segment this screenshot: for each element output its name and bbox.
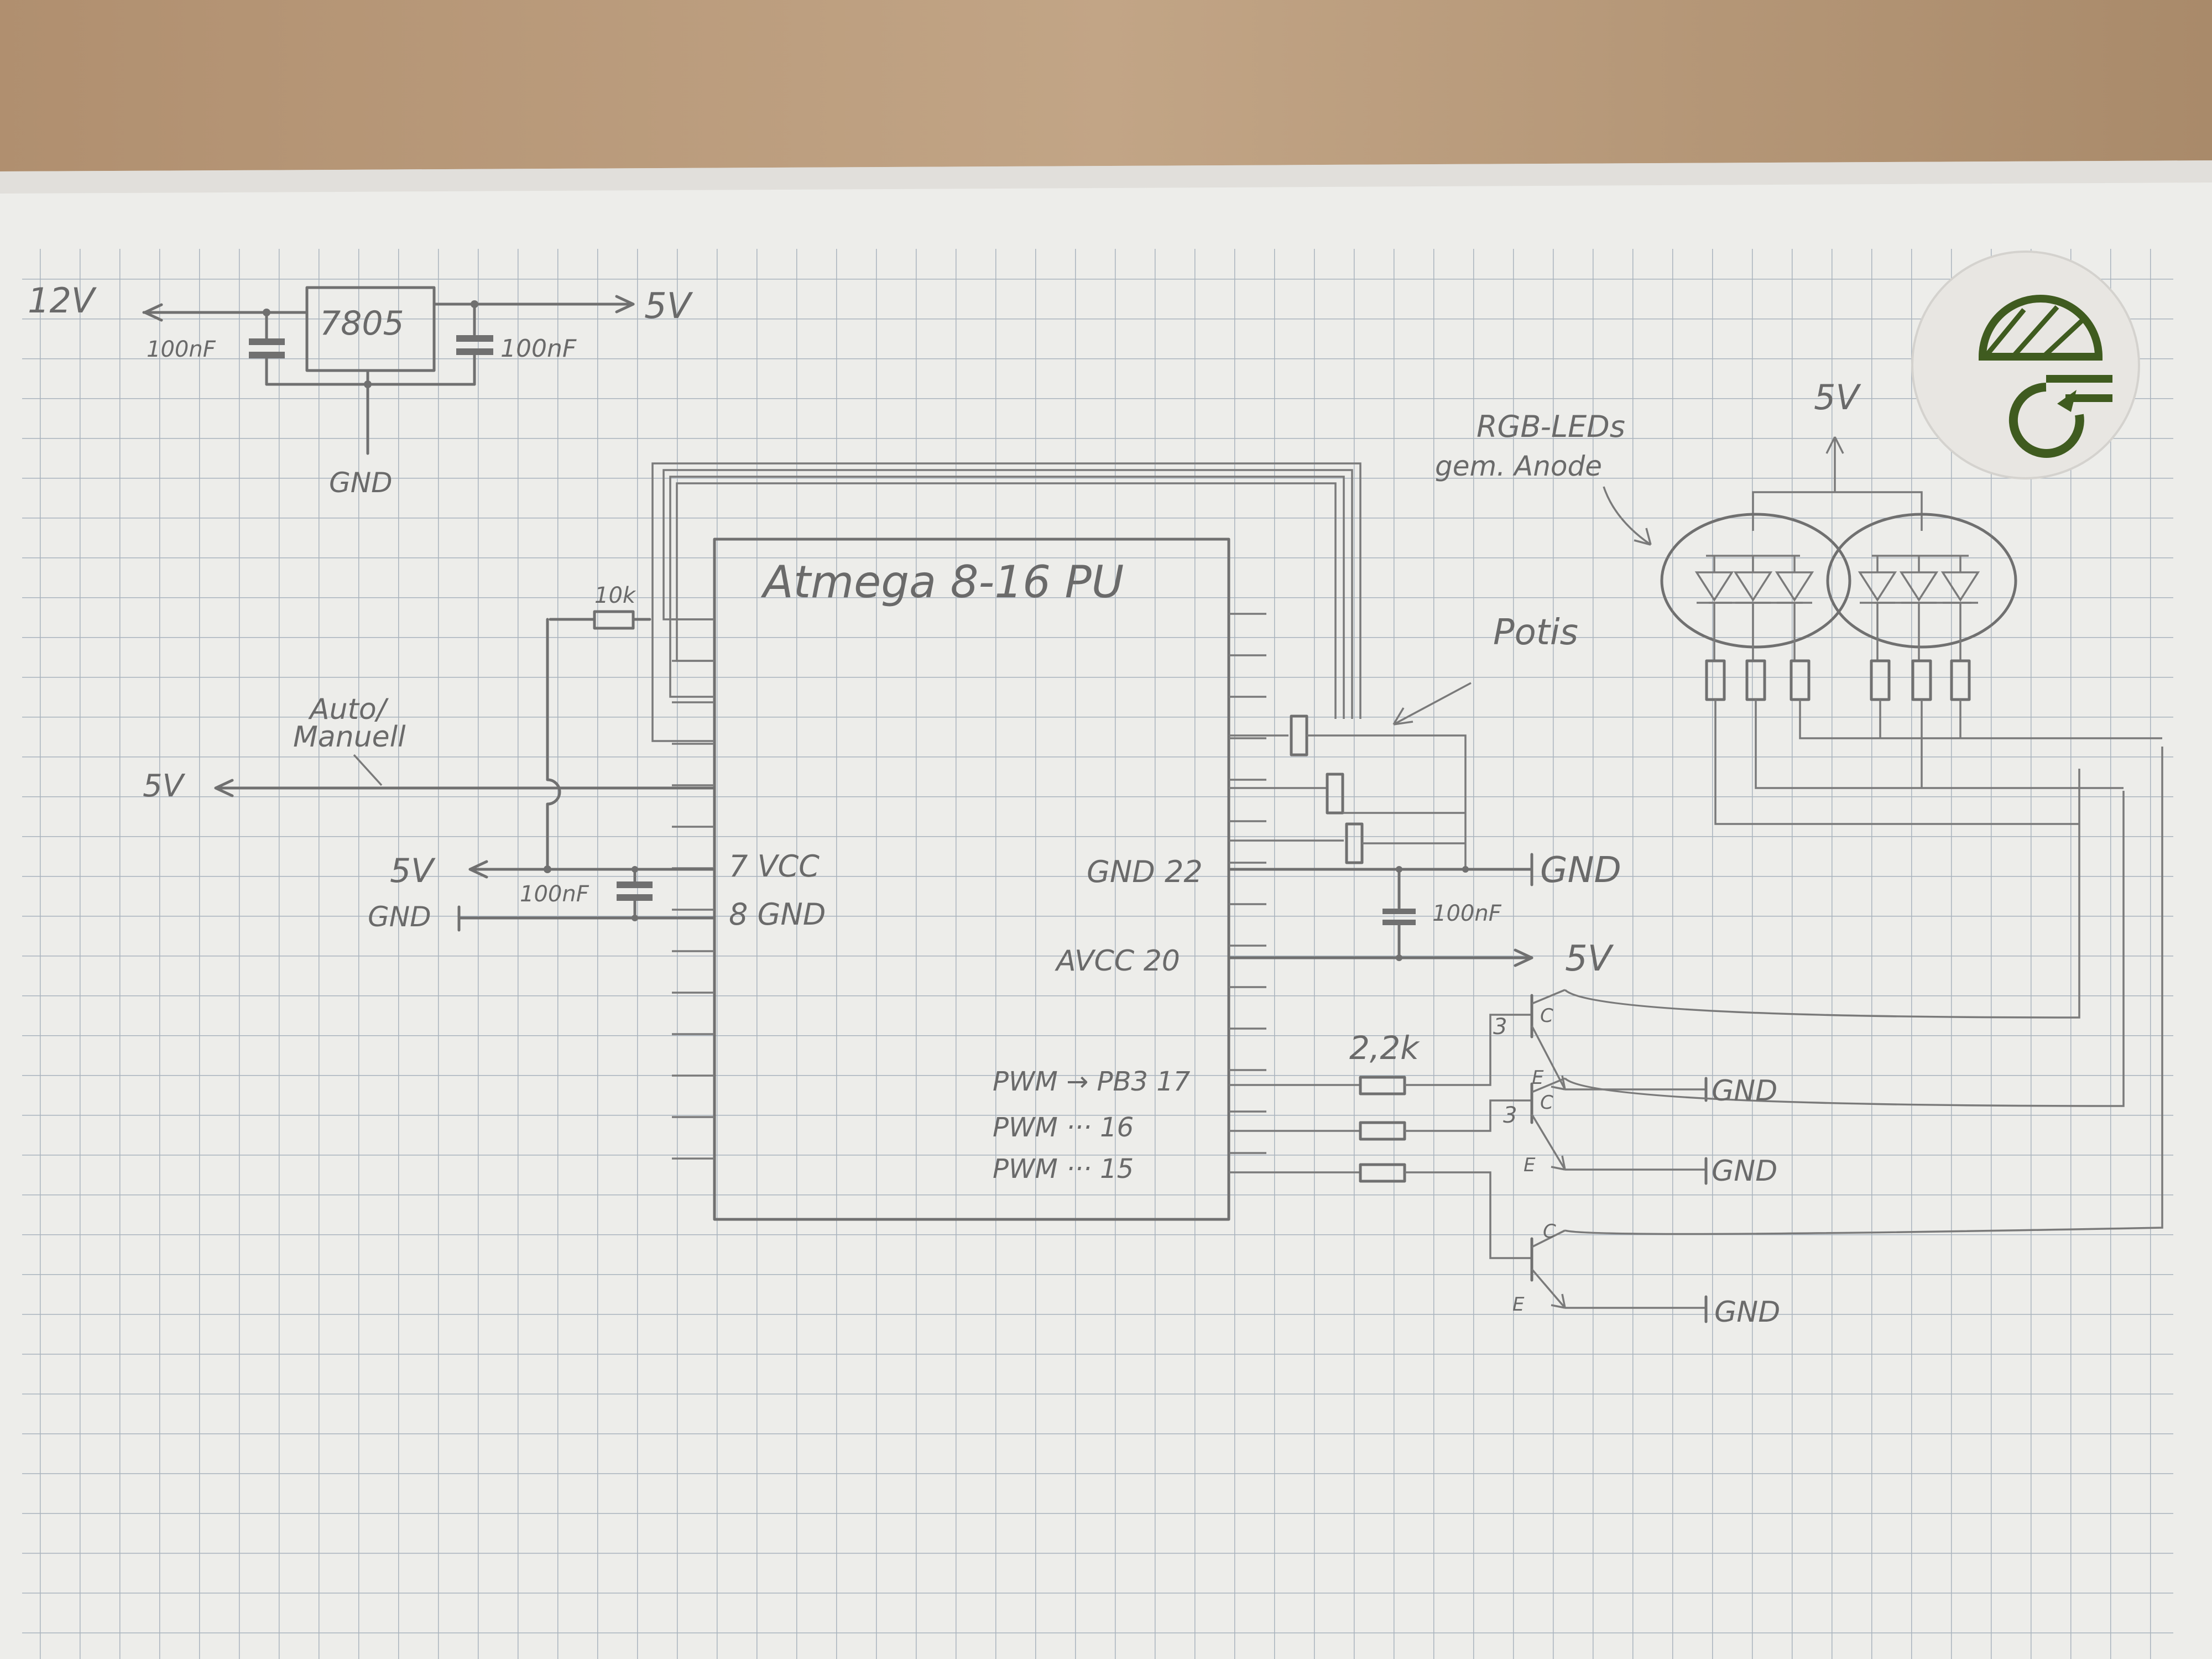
label-t1-e: E [1532, 1067, 1544, 1089]
label-5v-top: 5V [644, 286, 693, 327]
label-manuell: Manuell [293, 721, 406, 754]
label-gnd-t3: GND [1714, 1296, 1780, 1329]
label-pin15: PWM ··· 15 [993, 1154, 1134, 1185]
label-pin22: GND 22 [1087, 854, 1203, 889]
label-pin8: 8 GND [729, 897, 826, 932]
regulator-section: 12V 7805 100nF 100nF 5V GND [28, 280, 693, 499]
label-5v-avcc: 5V [1565, 938, 1614, 979]
label-t1-base: 3 [1493, 1014, 1507, 1040]
label-gnd-t2: GND [1712, 1155, 1777, 1188]
label-gem-anode: gem. Anode [1435, 450, 1602, 482]
label-gnd-22: GND [1540, 850, 1621, 891]
label-10k: 10k [594, 583, 637, 608]
label-mcu: Atmega 8-16 PU [760, 556, 1124, 608]
label-t2-base: 3 [1503, 1103, 1517, 1128]
label-t3-c: C [1543, 1220, 1556, 1243]
label-t1-c: C [1540, 1005, 1553, 1027]
rgb-leds: RGB-LEDs gem. Anode 5V [1435, 377, 2162, 825]
label-potis: Potis [1493, 612, 1578, 653]
label-gnd-top: GND [329, 467, 393, 499]
label-rgb-leds: RGB-LEDs [1477, 409, 1625, 444]
label-7805: 7805 [320, 304, 404, 343]
label-5v-led: 5V [1814, 377, 1861, 418]
label-5v-vcc: 5V [390, 852, 436, 890]
label-cap-out: 100nF [500, 335, 577, 363]
label-12v: 12V [28, 280, 97, 321]
right-pin-network: GND 22 AVCC 20 GND 5V 100nF PWM → PB3 17… [993, 850, 1621, 1259]
label-gnd-t1: GND [1712, 1074, 1777, 1108]
label-cap-in: 100nF [147, 337, 216, 362]
label-cap-vcc: 100nF [520, 881, 589, 907]
label-pin17: PWM → PB3 17 [993, 1066, 1191, 1097]
label-pin16: PWM ··· 16 [993, 1112, 1134, 1143]
label-t2-c: C [1540, 1092, 1553, 1114]
label-t3-e: E [1512, 1293, 1525, 1316]
label-pin7: 7 VCC [729, 849, 820, 884]
label-2-2k: 2,2k [1349, 1029, 1420, 1067]
transistors: 3 3 C E C E C E GND GND GND [1493, 747, 2163, 1329]
label-pin20: AVCC 20 [1055, 945, 1180, 978]
label-gnd-left: GND [368, 901, 431, 933]
label-5v-auto: 5V [143, 768, 186, 804]
label-auto: Auto/ [308, 693, 389, 726]
left-network: 10k Auto/ Manuell 5V 5V GND 100nF 7 VCC … [143, 583, 826, 933]
poti-bus-wires [651, 462, 1361, 742]
label-cap-avcc: 100nF [1432, 901, 1502, 926]
logo-badge [1911, 251, 2140, 479]
label-t2-e: E [1524, 1154, 1536, 1176]
potentiometers: Potis [1229, 612, 1578, 868]
